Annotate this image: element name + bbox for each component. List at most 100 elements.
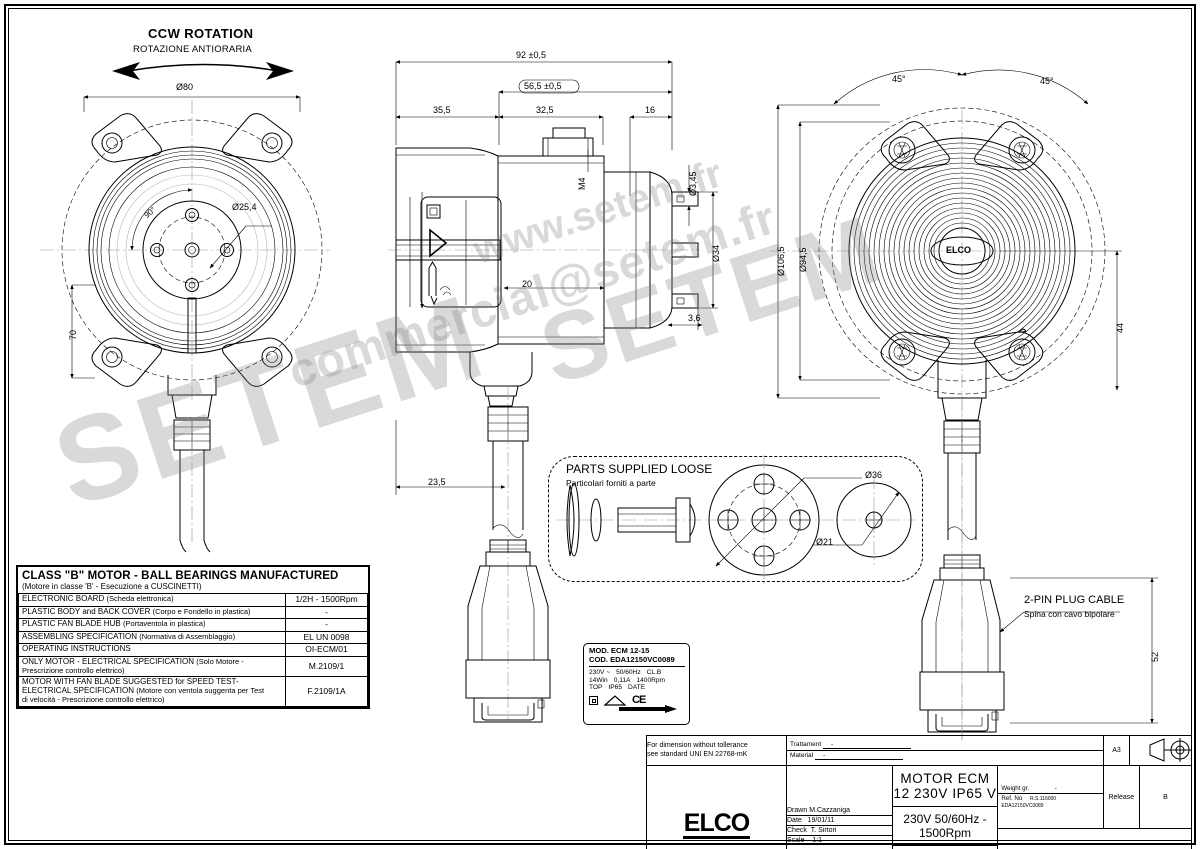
plug-note-en: 2-PIN PLUG CABLE xyxy=(1024,594,1125,606)
spec-row-label: ONLY MOTOR - ELECTRICAL SPECIFICATION (S… xyxy=(18,655,286,678)
nameplate-arrow-icon xyxy=(619,705,677,714)
spec-row-value: 1/2H - 1500Rpm xyxy=(285,593,368,607)
scale-label: Scale xyxy=(787,836,805,844)
material-field: Material - xyxy=(787,751,1103,761)
nameplate-row-1: 230V ~ 50/60Hz CL.B xyxy=(589,669,685,677)
drawn-value: M.Cazzaniga xyxy=(809,806,851,814)
nameplate-divider xyxy=(589,665,685,667)
spec-row-value: M.2109/1 xyxy=(285,655,368,678)
main-title-line1: MOTOR ECM 12 230V IP65 V xyxy=(892,766,998,807)
tolerance-note-line2: see standard UNI EN 22768-mK xyxy=(647,750,748,758)
treatment-label: Trattament xyxy=(790,741,822,748)
weight-label: Weight gr. xyxy=(1001,785,1030,793)
dim-rear-diameter: Ø34 xyxy=(711,244,721,262)
parts-loose-box xyxy=(548,456,923,582)
treatment-value: - xyxy=(823,741,911,749)
dim-overall-length: 92 ±0,5 xyxy=(516,50,546,60)
nameplate-current: 0,11A xyxy=(613,676,631,684)
ccw-rotation-label-it: ROTAZIONE ANTIORARIA xyxy=(133,44,252,55)
dim-thread-m4: M4 xyxy=(577,177,587,190)
check-value: T. Sirtori xyxy=(810,826,837,834)
dim-shaft-length: 35,5 xyxy=(433,105,451,115)
spec-row-value: EL UN 0098 xyxy=(285,630,368,645)
dim-cable-offset: 23,5 xyxy=(428,477,446,487)
rear-brand-emboss: ELCO xyxy=(946,245,972,255)
dim-mount-angle-right: 45° xyxy=(1040,76,1054,86)
plug-note-it: Spina con cavo bipolare xyxy=(1024,609,1115,619)
spec-row: ONLY MOTOR - ELECTRICAL SPECIFICATION (S… xyxy=(18,655,368,678)
nameplate-row-3: TOP IP65 DATE xyxy=(589,684,685,692)
release-label: Release xyxy=(1102,766,1140,830)
class-ii-icon xyxy=(589,696,598,706)
brand-logo-cell: ELCO xyxy=(646,765,787,849)
spec-row-label: PLASTIC BODY and BACK COVER (Corpo e Fon… xyxy=(18,605,286,620)
spec-title-en: CLASS "B" MOTOR - BALL BEARINGS MANUFACT… xyxy=(22,570,339,582)
dim-mount-height: 70 xyxy=(68,329,78,340)
dim-hub-bolt-circle: Ø25,4 xyxy=(232,202,257,212)
drawing-number: EDA12150VC0089 xyxy=(998,829,1191,849)
check-field: Check T. Sirtori xyxy=(787,826,892,836)
nameplate-icons: CE xyxy=(589,694,685,707)
dim-pin-diameter: Ø3,45 xyxy=(688,171,698,196)
material-value: - xyxy=(814,752,903,760)
spec-row-label: PLASTIC FAN BLADE HUB (Portaventola in p… xyxy=(18,618,286,632)
ref-value-1: R.S.116000 xyxy=(1030,796,1057,803)
nameplate-code: COD. EDA12150VC0089 xyxy=(589,654,675,664)
spec-row: ELECTRONIC BOARD (Scheda elettronica)1/2… xyxy=(18,593,368,607)
spec-title-it: (Motore in classe 'B' - Esecuzione a CUS… xyxy=(22,582,202,591)
motor-nameplate: MOD. ECM 12-15 COD. EDA12150VC0089 230V … xyxy=(583,643,690,725)
dim-washer-outer-diameter: Ø36 xyxy=(865,470,883,480)
spec-row-value: - xyxy=(285,618,368,632)
date-value: 19/01/11 xyxy=(807,816,835,824)
nameplate-speed: 1400Rpm xyxy=(636,676,666,684)
dim-mount-bolt-circle: Ø106,5 xyxy=(776,246,786,276)
weight-ref-cell: Weight gr. - Ref. No R.S.116000 EDA12150… xyxy=(998,766,1104,830)
dim-outer-diameter: Ø80 xyxy=(176,82,194,92)
date-label: Date xyxy=(787,816,802,824)
spec-row-label: OPERATING INSTRUCTIONS xyxy=(18,643,286,657)
spec-row: ASSEMBLING SPECIFICATION (Normativa di A… xyxy=(18,630,368,645)
ccw-rotation-label-en: CCW ROTATION xyxy=(148,26,254,41)
scale-field: Scale 1:1 xyxy=(787,836,892,845)
treatment-material-group: Trattament - Material - xyxy=(786,735,1104,766)
spec-rows: ELECTRONIC BOARD (Scheda elettronica)1/2… xyxy=(18,593,368,708)
weight-value: - xyxy=(1054,785,1057,793)
sheet-outer-border xyxy=(4,4,1196,845)
weight-field: Weight gr. - xyxy=(998,784,1103,795)
nameplate-power: 14Win xyxy=(589,676,608,684)
specification-table: CLASS "B" MOTOR - BALL BEARINGS MANUFACT… xyxy=(16,565,370,710)
date-field: Date 19/01/11 xyxy=(787,816,892,826)
dim-housing-diameter: Ø94,5 xyxy=(798,247,808,272)
main-title-cell: MOTOR ECM 12 230V IP65 V 230V 50/60Hz - … xyxy=(891,765,999,849)
scale-value: 1:1 xyxy=(812,836,823,844)
spec-row-value: OI-ECM/01 xyxy=(285,643,368,657)
dim-pin-length: 3,6 xyxy=(688,313,701,323)
tolerance-note-line1: For dimension without tollerance xyxy=(647,741,748,749)
nameplate-model: MOD. ECM 12-15 xyxy=(589,646,650,655)
ref-field: Ref. No R.S.116000 EDA12150VC0089 xyxy=(998,794,1103,810)
ce-mark-icon: CE xyxy=(632,694,646,707)
spec-title: CLASS "B" MOTOR - BALL BEARINGS MANUFACT… xyxy=(18,567,368,593)
ref-label: Ref. No xyxy=(1001,795,1023,803)
main-title-line2: 230V 50/60Hz - 1500Rpm xyxy=(892,807,998,846)
nameplate-date: DATE xyxy=(628,684,646,692)
check-label: Check xyxy=(787,826,807,834)
tolerance-note: For dimension without tollerance see sta… xyxy=(646,735,787,766)
elco-logo: ELCO xyxy=(682,809,750,839)
sheet-inner-border xyxy=(8,8,1192,841)
material-label: Material xyxy=(790,752,814,759)
nameplate-ip: IP65 xyxy=(608,684,623,692)
nameplate-class: CL.B xyxy=(646,668,662,676)
dim-board-offset: 20 xyxy=(522,279,533,289)
revision-info: Drawn M.Cazzaniga Date 19/01/11 Check T.… xyxy=(786,765,893,849)
spec-row-label: ELECTRONIC BOARD (Scheda elettronica) xyxy=(18,593,286,607)
dim-rear-length: 16 xyxy=(645,105,656,115)
spec-row-label: MOTOR WITH FAN BLADE SUGGESTED for SPEED… xyxy=(18,676,286,708)
drawn-label: Drawn xyxy=(787,806,808,814)
dim-plug-length: 52 xyxy=(1150,651,1160,662)
treatment-field: Trattament - xyxy=(787,740,1103,751)
dim-body-length: 56,5 ±0,5 xyxy=(524,81,562,91)
spec-row: MOTOR WITH FAN BLADE SUGGESTED for SPEED… xyxy=(18,676,368,708)
projection-symbol-cell xyxy=(1129,735,1192,766)
